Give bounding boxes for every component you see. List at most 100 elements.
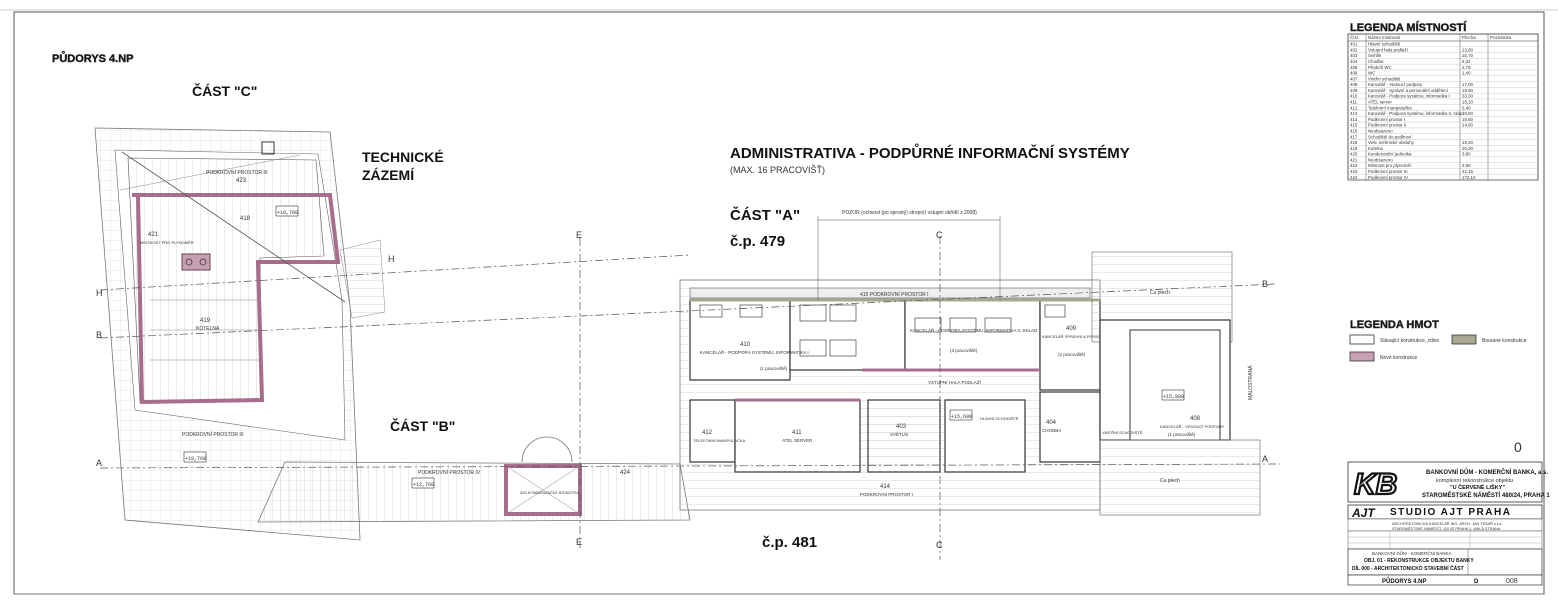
legend-row-cell: 20,20 (1462, 146, 1474, 151)
swatch-existing (1349, 334, 1375, 345)
legend-existing-label: Stávající konstrukce, zdivo (1380, 338, 1439, 344)
svg-text:C: C (936, 230, 943, 240)
owner-line-2: komplexní rekonstrukce objektu (1436, 478, 1513, 484)
legend-row-cell: 412 (1350, 105, 1358, 110)
room-411-number: 411 (792, 430, 802, 436)
project-line-1: BANKOVNÍ DŮM - KOMERČNÍ BANKA (1372, 550, 1452, 556)
legend-row-cell: 33,30 (1462, 94, 1474, 99)
plan-title: PŮDORYS 4.NP (52, 51, 134, 65)
legend-row-cell: 424 (1350, 175, 1358, 180)
room-407-label: VNITŘNÍ SCHODIŠTĚ (1102, 430, 1143, 435)
project-line-2: OBJ. 01 - REKONSTRUKCE OBJEKTU BANKY (1364, 558, 1474, 564)
room-423-label: PODKROVNÍ PROSTOR III (206, 169, 268, 176)
room-420-label: 420 KONDENZAČNÍ JEDNOTKA (520, 490, 580, 495)
drawing-name: PŮDORYS 4.NP (1382, 577, 1426, 585)
room-401-label: HLAVNÍ SCHODIŠTĚ (980, 416, 1019, 421)
legend-row-cell: 407 (1350, 76, 1358, 81)
section-marks: A A B B C C E E H H (96, 230, 1268, 550)
legend-materials: LEGENDA HMOT Stávající konstrukce, zdivo… (1349, 319, 1527, 362)
legend-row-cell: 19,20 (1462, 140, 1474, 145)
legend-row-cell: 404 (1350, 59, 1358, 64)
legend-row-cell: 403 (1350, 53, 1358, 58)
room-408-number: 408 (1190, 416, 1201, 422)
svg-text:B: B (96, 330, 102, 340)
svg-text:A: A (96, 458, 102, 468)
legend-row-cell: 415 (1350, 123, 1358, 128)
owner-line-4: STAROMĚSTSKÉ NÁMĚSTÍ 480/24, PRAHA 1 (1422, 491, 1550, 499)
owner-line-3: "U ČERVENÉ LIŠKY" (1450, 483, 1505, 491)
legend-row-cell: 6,32 (1462, 59, 1471, 64)
elev-tag-1: +10,780 (277, 210, 298, 216)
room-408-label: KANCELÁŘ - VEDOUCÍ PODPORY (1160, 424, 1225, 429)
pozor-note: POZOR (ochvost (po sprostý) stropní) vst… (842, 210, 977, 216)
legend-row-cell: ATEL server (1368, 100, 1392, 105)
room-411-label: ATEL SERVER (782, 438, 813, 443)
legend-row-cell: Kondenzační jednotka (1368, 152, 1412, 157)
room-414-number: 414 (880, 484, 891, 490)
room-415-label: 415 PODKROVNÍ PROSTOR I (860, 291, 929, 298)
room-409-number: 409 (1066, 326, 1077, 332)
legend-row-cell: 10,60 (1462, 117, 1474, 122)
legend-row-cell: 16,10 (1462, 100, 1474, 105)
legend-row-cell: 416 (1350, 128, 1358, 133)
room-404-number: 404 (1046, 420, 1057, 426)
elev-tag-5: +10,760 (185, 456, 206, 462)
room-413-count: (3 pracoviště) (950, 348, 978, 353)
room-419-number: 419 (200, 318, 211, 324)
legend-row-cell: 17,00 (1462, 82, 1474, 87)
studio-sub-2: STAROMĚSTSKÉ NÁMĚSTÍ, 110 00 PRAHA 1, MA… (1392, 526, 1501, 531)
room-403-number: 403 (896, 424, 907, 430)
legend-new-label: Nové konstrukce (1380, 355, 1417, 361)
legend-row-cell: Vnitřní schodiště (1368, 76, 1401, 81)
room-424-number: 424 (620, 470, 631, 476)
legend-row-cell: 10,70 (1462, 53, 1474, 58)
room-414-label: PODKROVNÍ PROSTOR I (860, 491, 913, 497)
svg-text:B: B (1262, 279, 1268, 289)
swatch-new (1349, 351, 1375, 362)
legend-row-cell: 5,40 (1462, 105, 1471, 110)
right-wing-plan: Cu plech Cu plech 408 KANCELÁŘ - VEDOUCÍ… (1091, 251, 1261, 516)
owner-line-1: BANKOVNÍ DŮM - KOMERČNÍ BANKA, a.s. (1426, 468, 1548, 476)
legend-row-cell: Podkrovní prostor IV (1368, 175, 1408, 180)
legend-materials-title: LEGENDA HMOT (1350, 319, 1439, 331)
swatch-demolished (1451, 334, 1477, 345)
legend-row-cell: 417 (1350, 134, 1358, 139)
kb-logo: KB (1352, 466, 1412, 502)
legend-row-cell: 410 (1350, 94, 1358, 99)
room-409-count: (2 pracoviště) (1058, 352, 1086, 357)
legend-rooms-table: LEGENDA MÍSTNOSTÍ Čísl. Název místnosti … (1347, 21, 1539, 181)
legend-row-cell: 19,60 (1462, 88, 1474, 93)
room-408-count: (1 pracoviště) (1168, 432, 1196, 437)
room-410-number: 410 (740, 342, 751, 348)
elev-tag-4: +12,760 (413, 482, 434, 488)
room-402-label: VSTUPNÍ HALA PODLAŽÍ (928, 378, 982, 385)
legend-row-cell: 13,80 (1462, 47, 1474, 52)
legend-row-cell: 420 (1350, 152, 1358, 157)
roof-label-2: Cu plech (1160, 478, 1180, 484)
legend-row-cell: Vest. technické obsluhy (1368, 140, 1415, 145)
elev-tag-3: +15,690 (951, 414, 972, 420)
legend-row-cell: 414 (1350, 117, 1358, 122)
legend-row-cell: 42,15 (1462, 169, 1474, 174)
kb-logo-text: KB (1354, 468, 1397, 501)
part-a-label: ČÁST "A" (730, 206, 800, 224)
svg-text:H: H (96, 288, 103, 298)
legend-row-cell: Telefonní manipulačka (1368, 105, 1412, 110)
legend-row-cell: 1,40 (1462, 71, 1471, 76)
legend-row-cell: Předsíň WC (1368, 65, 1392, 70)
room-421-number: 421 (148, 232, 159, 238)
room-418-number: 418 (240, 216, 251, 222)
room-423b-label: PODKROVNÍ PROSTOR III (182, 431, 244, 438)
main-title: ADMINISTRATIVA - PODPŮRNÉ INFORMAČNÍ SYS… (730, 143, 1130, 162)
svg-text:E: E (576, 537, 582, 547)
legend-head-no: Čísl. (1350, 34, 1359, 40)
legend-row-cell: 406 (1350, 71, 1358, 76)
legend-head-area: Plocha (1462, 35, 1476, 40)
legend-row-cell: Neobsazeno (1368, 128, 1393, 133)
legend-row-cell: Schodiště do podkroví (1368, 134, 1412, 139)
legend-row-cell: Chodba (1368, 59, 1384, 64)
elev-tag-2: +15,800 (1163, 394, 1184, 400)
cp479-label: č.p. 479 (730, 233, 785, 250)
